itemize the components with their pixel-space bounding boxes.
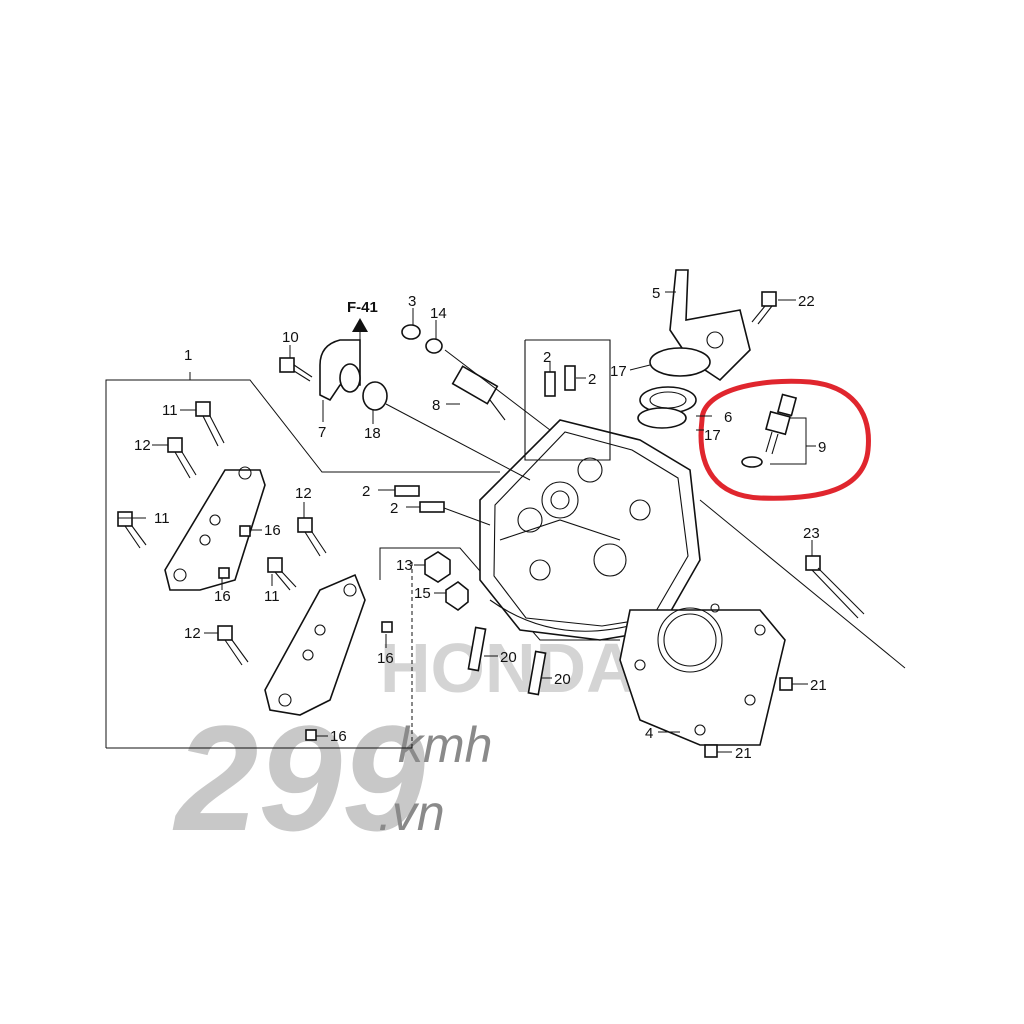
callout-12-b: 12 [295,485,312,502]
callout-21-a: 21 [810,677,827,694]
reference-label: F-41 [347,299,378,316]
callout-5: 5 [652,285,660,302]
bolt-11-a [195,401,225,447]
nut-13 [424,551,451,583]
dowel-2-d [419,501,445,513]
group-bracket-13 [379,547,620,641]
bolt-12-b [297,517,327,557]
bolt-11-b [117,511,147,549]
nut-21-b [704,744,718,758]
callout-20-b: 20 [554,671,571,688]
callout-7: 7 [318,424,326,441]
group-bracket-1 [105,372,500,749]
callout-2-a: 2 [543,349,551,366]
bolt-11-c [267,557,297,591]
dowel-2-a [544,371,556,397]
callout-17-b: 17 [704,427,721,444]
callout-21-b: 21 [735,745,752,762]
callout-1: 1 [184,347,192,364]
callout-2-d: 2 [390,500,398,517]
callout-9: 9 [818,439,826,456]
callout-14: 14 [430,305,447,322]
watermark-unit: kmh [398,717,492,773]
callout-11-b: 11 [154,510,170,527]
head-gasket [619,603,786,746]
watermark-brand: HONDA [380,629,637,707]
callout-17-a: 17 [610,363,627,380]
reference-arrow-f41: F-41 [347,299,378,345]
callout-12-c: 12 [184,625,201,642]
cylinder-head [479,339,701,641]
watermark-number: 299 [172,694,425,862]
dowel-16-b [218,567,230,579]
watermark-domain: .vn [378,785,445,841]
bracket-9 [770,417,807,465]
cap-3 [401,324,421,340]
callout-16-d: 16 [330,728,347,745]
callout-8: 8 [432,397,440,414]
callout-2-c: 2 [362,483,370,500]
nut-21-a [779,677,793,691]
watermark: HONDA 299 kmh .vn [172,629,637,862]
part-7 [319,339,361,402]
callout-4: 4 [645,725,653,742]
bolt-12-c [217,625,249,666]
callout-11-a: 11 [162,402,178,419]
o-ring-18 [362,381,388,411]
callout-6: 6 [724,409,732,426]
dowel-2-b [564,365,576,391]
callout-23: 23 [803,525,820,542]
callout-3: 3 [408,293,416,310]
stud-20-b [527,650,547,696]
callout-20-a: 20 [500,649,517,666]
callout-16-c: 16 [377,650,394,667]
dowel-16-a [239,525,251,537]
bolt-10 [279,357,313,382]
gasket-17-a [649,347,711,377]
highlight-circle [698,378,871,501]
bolt-22 [751,291,777,325]
callout-13: 13 [396,557,413,574]
bolt-12-a [167,437,197,479]
washer-14 [425,338,443,354]
spark-plug-8 [451,365,506,421]
callout-12-a: 12 [134,437,151,454]
gasket-17-b [637,407,687,429]
callout-2-b: 2 [588,371,596,388]
reference-line-23 [699,499,906,669]
callout-22: 22 [798,293,815,310]
callout-11-c: 11 [264,588,280,605]
temperature-sensor-9 [741,393,798,468]
callout-numbers: 1 2 2 2 2 3 4 5 6 7 8 9 10 11 11 11 12 1… [134,285,827,762]
callout-18: 18 [364,425,381,442]
bolt-23 [805,555,865,619]
stud-20-a [467,626,487,672]
leader-lines [118,291,816,753]
callout-16-b: 16 [214,588,231,605]
callout-10: 10 [282,329,299,346]
camshaft-holder-b [264,573,366,716]
callout-16-a: 16 [264,522,281,539]
dowel-16-d [305,729,317,741]
callout-15: 15 [414,585,431,602]
washer-15 [445,581,469,611]
dowel-16-c [381,621,393,633]
dowel-2-c [394,485,420,497]
